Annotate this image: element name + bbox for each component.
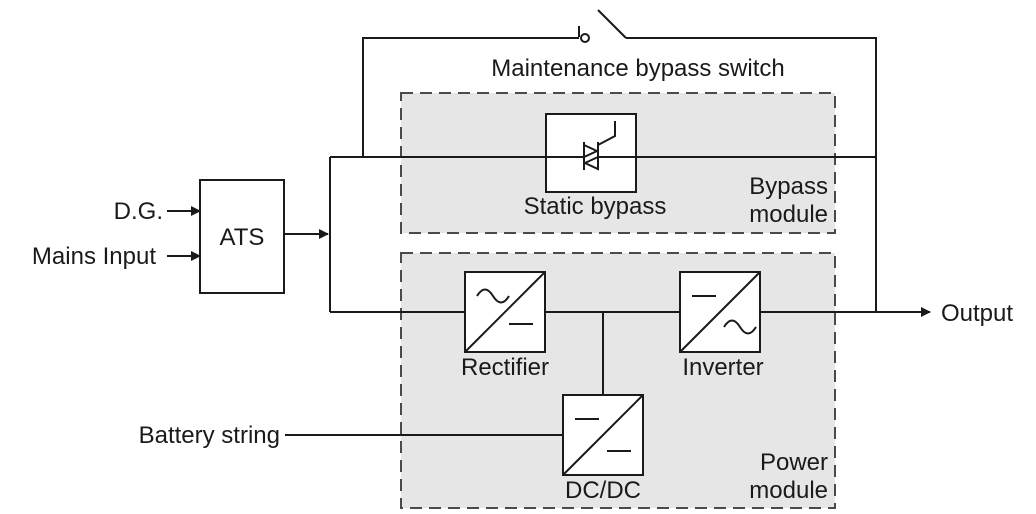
inverter-symbol-icon	[679, 271, 761, 353]
dcdc-symbol-icon	[562, 394, 644, 476]
power-module-label-line1: Power	[760, 449, 828, 476]
battery-string-label: Battery string	[139, 422, 280, 449]
thyristor-icon	[546, 121, 636, 171]
switch-blade-icon[interactable]	[597, 9, 627, 39]
maintenance-bypass-line-right	[626, 37, 877, 312]
dcdc-label: DC/DC	[565, 477, 641, 504]
maintenance-bypass-line-left	[362, 37, 579, 157]
rectifier-symbol-icon	[464, 271, 546, 353]
switch-contact-icon	[580, 33, 590, 43]
output-label: Output	[941, 300, 1013, 327]
bypass-module-label-line2: module	[749, 201, 828, 228]
static-bypass-block[interactable]	[545, 113, 637, 193]
mains-input-label: Mains Input	[32, 243, 156, 270]
ats-block[interactable]	[199, 179, 285, 294]
inverter-label: Inverter	[682, 354, 763, 381]
bypass-module-label-line1: Bypass	[749, 173, 828, 200]
rectifier-label: Rectifier	[461, 354, 549, 381]
power-module-label-line2: module	[749, 477, 828, 504]
maintenance-switch-label: Maintenance bypass switch	[491, 55, 784, 82]
ats-label: ATS	[220, 224, 265, 251]
static-bypass-label: Static bypass	[524, 193, 667, 220]
dg-input-label: D.G.	[114, 198, 163, 225]
